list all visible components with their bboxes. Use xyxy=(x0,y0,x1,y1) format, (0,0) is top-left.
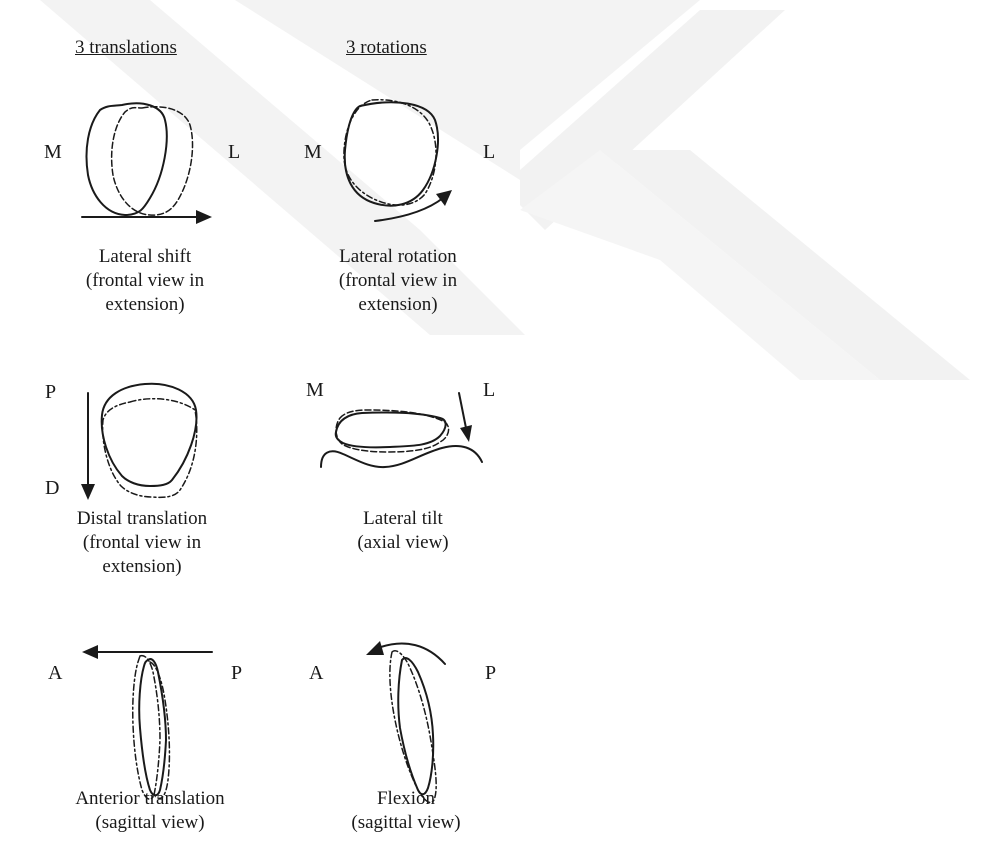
caption-lateral-tilt: Lateral tilt (axial view) xyxy=(357,507,448,555)
lateral-rotation-arrowhead xyxy=(436,190,452,206)
lateral-tilt-trochlea xyxy=(321,446,482,467)
lateral-shift-arrowhead xyxy=(196,210,212,224)
distal-translation-outline-dashed xyxy=(103,399,197,498)
lateral-rotation-figure xyxy=(344,100,452,221)
lateral-tilt-figure xyxy=(321,393,482,467)
caption-lateral-rotation-line-2: (frontal view in xyxy=(339,269,457,293)
caption-flexion-line-1: Flexion xyxy=(351,787,460,811)
lateral-rotation-outline-solid xyxy=(345,102,438,205)
caption-lateral-tilt-line-1: Lateral tilt xyxy=(357,507,448,531)
lateral-shift-outline-solid xyxy=(87,103,167,215)
lateral-tilt-arrowhead xyxy=(460,425,472,442)
caption-distal-translation: Distal translation (frontal view in exte… xyxy=(77,507,207,579)
lateral-tilt-outline-solid xyxy=(336,413,446,448)
caption-lateral-rotation: Lateral rotation (frontal view in extens… xyxy=(339,245,457,317)
distal-translation-figure xyxy=(81,384,197,500)
caption-distal-translation-line-1: Distal translation xyxy=(77,507,207,531)
lateral-shift-outline-dashed xyxy=(112,107,193,215)
caption-anterior-translation: Anterior translation (sagittal view) xyxy=(75,787,224,835)
caption-lateral-rotation-line-3: extension) xyxy=(339,293,457,317)
caption-lateral-rotation-line-1: Lateral rotation xyxy=(339,245,457,269)
lateral-shift-figure xyxy=(82,103,212,224)
caption-lateral-shift-line-2: (frontal view in xyxy=(86,269,204,293)
distal-translation-arrowhead xyxy=(81,484,95,500)
caption-flexion-line-2: (sagittal view) xyxy=(351,811,460,835)
anterior-translation-arrowhead xyxy=(82,645,98,659)
flexion-arrowhead xyxy=(366,641,384,655)
caption-flexion: Flexion (sagittal view) xyxy=(351,787,460,835)
caption-lateral-shift-line-1: Lateral shift xyxy=(86,245,204,269)
lateral-rotation-outline-dashed xyxy=(344,100,436,205)
caption-lateral-shift-line-3: extension) xyxy=(86,293,204,317)
caption-lateral-shift: Lateral shift (frontal view in extension… xyxy=(86,245,204,317)
caption-anterior-translation-line-1: Anterior translation xyxy=(75,787,224,811)
anterior-translation-figure xyxy=(82,645,212,799)
lateral-tilt-arrow xyxy=(459,393,466,428)
caption-distal-translation-line-2: (frontal view in xyxy=(77,531,207,555)
caption-lateral-tilt-line-2: (axial view) xyxy=(357,531,448,555)
anterior-translation-outline-solid xyxy=(139,659,166,795)
caption-anterior-translation-line-2: (sagittal view) xyxy=(75,811,224,835)
caption-distal-translation-line-3: extension) xyxy=(77,555,207,579)
flexion-figure xyxy=(366,641,445,802)
